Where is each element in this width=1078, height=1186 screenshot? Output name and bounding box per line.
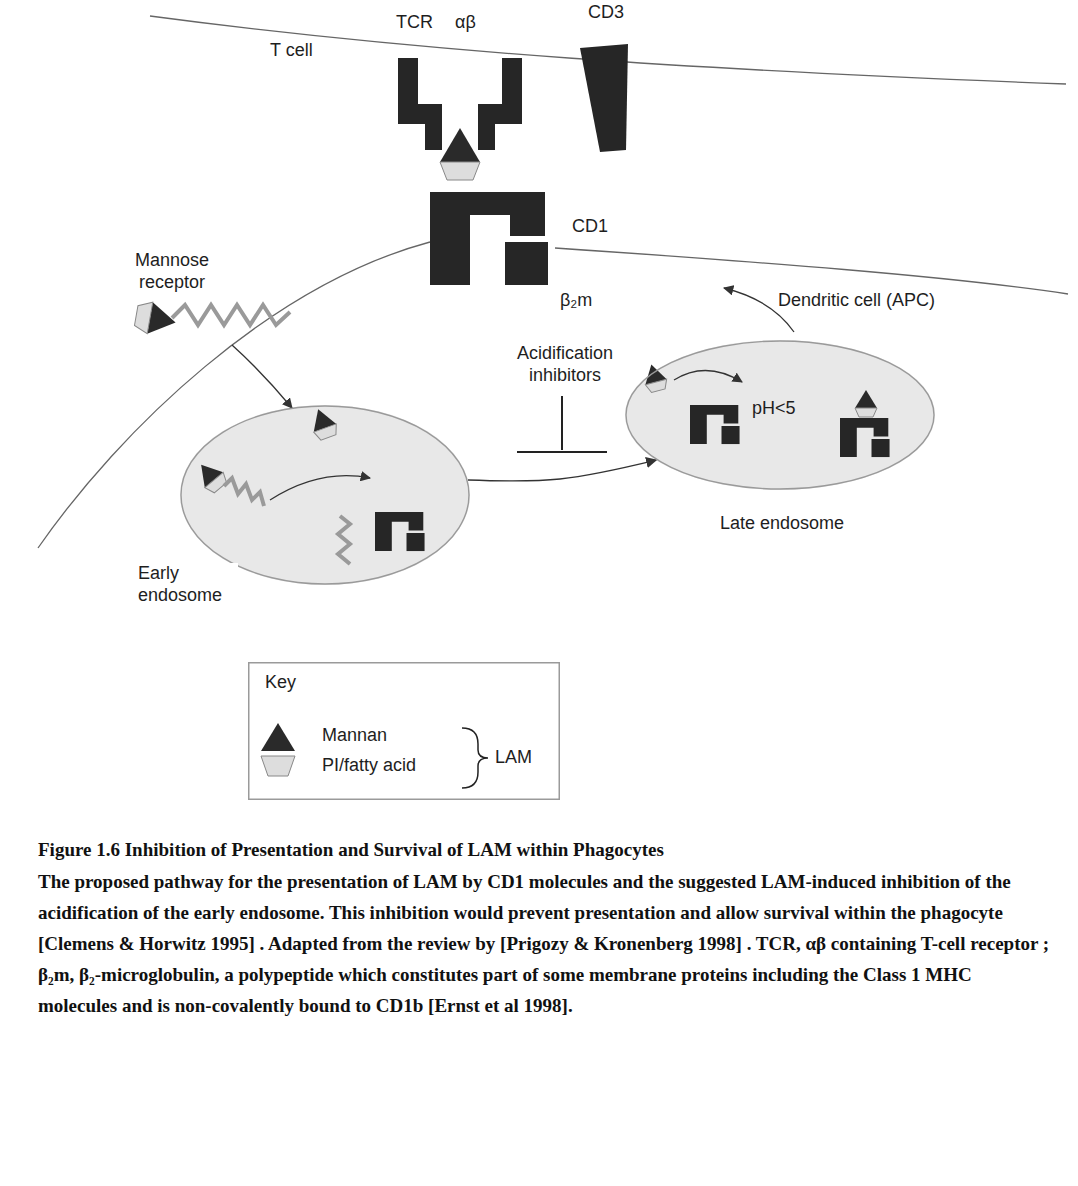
legend-text: PI/fatty acid: [322, 755, 416, 777]
lipid-part: [314, 424, 340, 442]
receptor-squiggle: [172, 305, 290, 325]
legend-text: Mannan: [322, 725, 387, 747]
legend-group-name: LAM: [495, 747, 532, 769]
b2m-symbol: [872, 439, 890, 457]
inhibition-bar: [561, 396, 563, 450]
chain-name: αβ: [455, 12, 476, 34]
mannan-sample: [261, 723, 295, 751]
receptor-name: TCR: [396, 12, 433, 34]
endosome-fill: [625, 340, 935, 490]
endosome-outline: [180, 405, 470, 585]
cd1-symbol: [430, 192, 548, 285]
lam-symbol: [440, 128, 480, 180]
b2m-symbol: [407, 533, 425, 551]
late-endosome: pH<5Late endosome: [625, 340, 935, 490]
receptor-name: Mannose receptor: [122, 250, 222, 293]
node-text: Late endosome: [720, 513, 844, 535]
mannan-part: [855, 390, 877, 408]
node-title: pH<5: [752, 398, 796, 420]
lam-symbol: [307, 405, 340, 441]
molecule-name: β₂m: [560, 290, 592, 312]
lipid-sample: [261, 756, 295, 776]
figure-caption: The proposed pathway for the presentatio…: [38, 866, 1050, 1021]
uptake-arrow: [232, 345, 292, 408]
node-title: Early endosome: [138, 563, 238, 606]
legend-sample: [258, 722, 302, 752]
legend-item: Mannan: [258, 722, 458, 750]
endosome-border: [181, 406, 469, 584]
inhibition-bar: [517, 451, 607, 453]
receptor-squiggle: [338, 516, 350, 564]
process-arrow: [468, 460, 656, 481]
mannan-part: [440, 128, 480, 162]
receptor-squiggle: [224, 478, 264, 506]
lam-symbol: [192, 457, 230, 495]
node-title: Key: [265, 672, 296, 694]
molecule-name: CD1: [572, 216, 608, 238]
endosome-fill: [180, 405, 470, 585]
legend-item: PI/fatty acid: [258, 752, 458, 780]
lam-symbol: [855, 390, 877, 417]
cd3-symbol: [580, 44, 628, 152]
lipid-part: [645, 379, 669, 393]
molecule-name: CD3: [588, 2, 624, 24]
release-arrow: [270, 476, 370, 500]
key-border: [249, 663, 560, 800]
loading-arrow: [674, 370, 742, 382]
early-endosome: Early endosome: [180, 405, 470, 585]
cd1-symbol: [375, 512, 425, 551]
figure-title: Figure 1.6 Inhibition of Presentation an…: [38, 834, 1050, 865]
endosome-border: [626, 341, 934, 489]
inhibitor-name: Acidification inhibitors: [500, 343, 630, 386]
key-bracket: [462, 728, 488, 788]
dc-membrane: [555, 248, 1068, 294]
lipid-part: [133, 300, 152, 334]
lam-symbol: [133, 300, 178, 338]
tcr-chain: [398, 58, 442, 150]
cd1-symbol: [840, 418, 890, 457]
b2m-symbol: [505, 242, 548, 285]
b2m-symbol: [722, 426, 740, 444]
lipid-part: [855, 408, 877, 417]
cell-name: T cell: [270, 40, 313, 62]
tcr-chain: [478, 58, 522, 150]
key-box: Key: [248, 662, 560, 800]
legend-sample: [258, 752, 302, 782]
cd1-symbol: [690, 405, 740, 444]
lipid-part: [440, 162, 480, 180]
cell-name: Dendritic cell (APC): [778, 290, 935, 312]
